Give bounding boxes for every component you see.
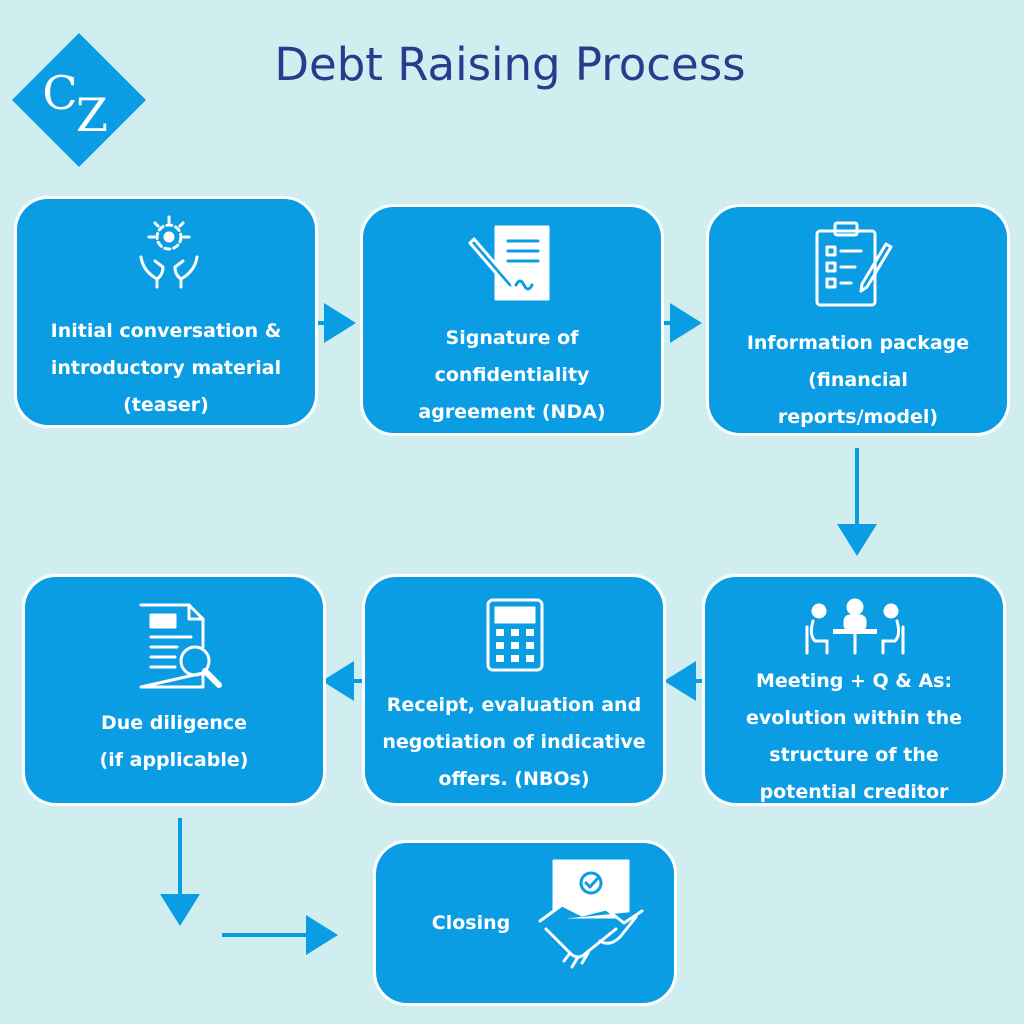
step-label: Signature of confidentiality agreement (… [418,327,606,423]
step-closing: Closing [373,840,677,1006]
target-hands-icon [139,215,199,289]
step-label: Due diligence (if applicable) [99,712,249,771]
step-information-package: Information package (financial reports/m… [706,204,1010,436]
step-label: Receipt, evaluation and negotiation of i… [382,694,646,790]
step-label: Meeting + Q & As: evolution within the s… [746,670,962,803]
document-search-icon [139,603,222,689]
step-due-diligence: Due diligence (if applicable) [22,574,326,806]
step-receipt-evaluation: Receipt, evaluation and negotiation of i… [362,574,666,806]
step-meeting-qa: Meeting + Q & As: evolution within the s… [702,574,1006,806]
calculator-icon [486,598,544,672]
step-initial-conversation: Initial conversation & introductory mate… [14,196,318,428]
step-label: Closing [431,912,511,934]
step-label: Information package (financial reports/m… [746,332,970,428]
signed-document-icon [468,225,550,301]
logo-letter-c: C [42,66,77,120]
meeting-table-icon [805,598,905,655]
cz-logo: C Z [12,33,146,167]
step-nda-signature: Signature of confidentiality agreement (… [360,204,664,436]
page-title: Debt Raising Process [274,38,746,91]
step-label: Initial conversation & introductory mate… [50,320,282,416]
clipboard-checklist-icon [815,221,893,307]
logo-letter-z: Z [76,88,108,142]
handshake-certificate-icon [538,859,644,969]
